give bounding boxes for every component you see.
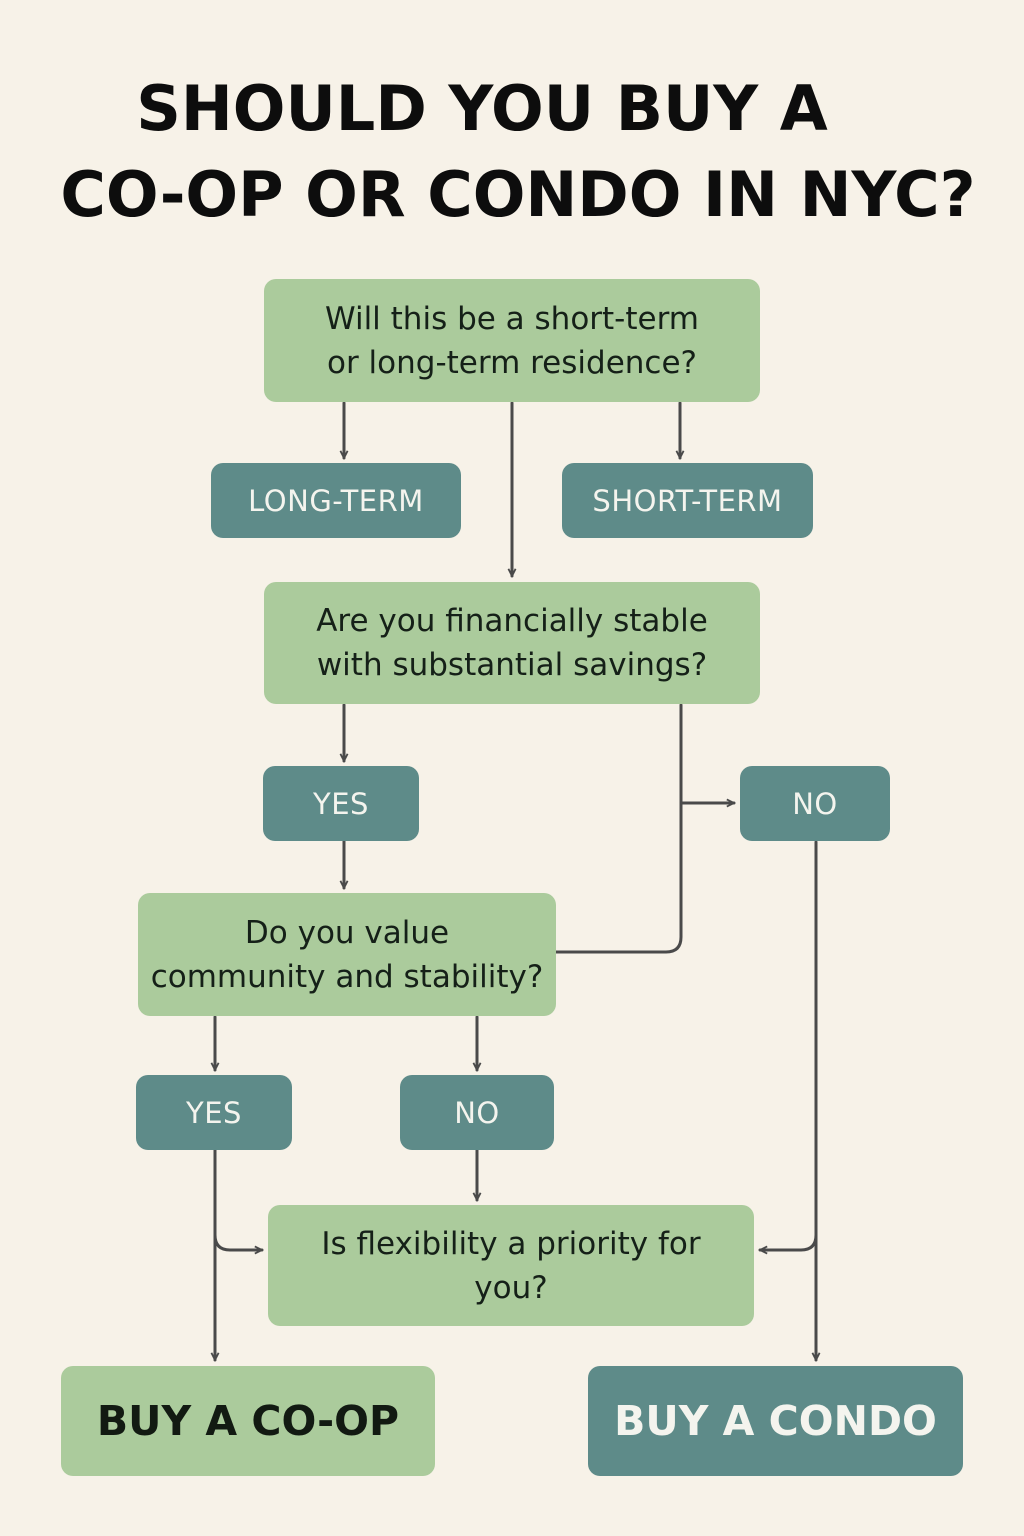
- question-flexibility-line1: Is flexibility a priority for: [321, 1225, 701, 1262]
- connector-no-to-flexibility: [758, 1233, 818, 1250]
- question-flexibility-line2: you?: [474, 1269, 548, 1306]
- question-financial: Are you financially stable with substant…: [264, 582, 760, 704]
- outcome-buy-coop: BUY A CO-OP: [61, 1366, 435, 1476]
- title-line-2: CO-OP OR CONDO IN NYC?: [60, 158, 976, 231]
- question-flexibility: Is flexibility a priority for you?: [268, 1205, 754, 1326]
- question-community-line2: community and stability?: [150, 958, 544, 995]
- answer-financial-yes: YES: [263, 766, 419, 841]
- outcome-buy-condo: BUY A CONDO: [588, 1366, 963, 1476]
- answer-long-term: LONG-TERM: [211, 463, 461, 538]
- question-community: Do you value community and stability?: [138, 893, 556, 1016]
- answer-short-term: SHORT-TERM: [562, 463, 813, 538]
- title-line-1: SHOULD YOU BUY A: [136, 72, 828, 145]
- answer-community-yes: YES: [136, 1075, 292, 1150]
- question-residence-line2: or long-term residence?: [326, 344, 697, 381]
- question-financial-line2: with substantial savings?: [316, 647, 708, 683]
- connector-financial-line: [554, 703, 683, 954]
- question-community-line1: Do you value: [244, 914, 450, 951]
- connector-yes-to-flexibility: [213, 1233, 264, 1250]
- question-financial-line1: Are you financially stable: [316, 603, 708, 639]
- answer-community-no: NO: [400, 1075, 554, 1150]
- question-residence: Will this be a short-term or long-term r…: [264, 279, 760, 402]
- question-residence-line1: Will this be a short-term: [324, 300, 699, 337]
- answer-financial-no: NO: [740, 766, 890, 841]
